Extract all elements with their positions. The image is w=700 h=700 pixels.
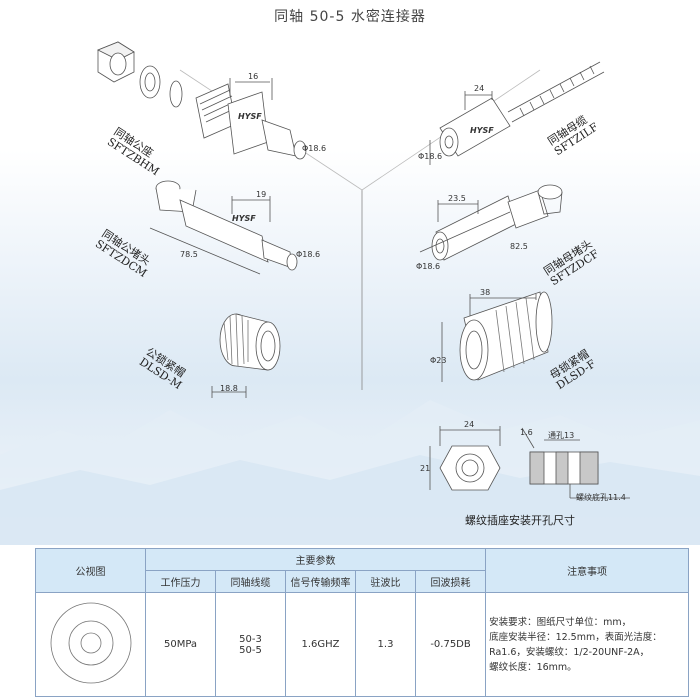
sftzdcm-drawing bbox=[149, 180, 298, 275]
header-notes: 注意事项 bbox=[485, 548, 690, 593]
cable-value: 50-5 bbox=[239, 644, 262, 656]
technical-drawing bbox=[97, 41, 630, 499]
dim-phi-18-6-c: Φ18.6 bbox=[418, 152, 443, 161]
page-title: 同轴 50-5 水密连接器 bbox=[274, 9, 426, 25]
header-frequency: 信号传输频率 bbox=[285, 570, 356, 593]
dim-24: 24 bbox=[474, 84, 485, 93]
sftzbhm-drawing bbox=[97, 41, 307, 160]
header-vswr: 驻波比 bbox=[355, 570, 416, 593]
dim-18-8: 18.8 bbox=[220, 384, 238, 393]
cell-vswr: 1.3 bbox=[355, 592, 416, 697]
dim-hole-width: 24 bbox=[464, 420, 475, 429]
mount-hole-front-view bbox=[429, 426, 501, 491]
dlsd-m-drawing bbox=[211, 313, 281, 398]
sftzilf-drawing bbox=[429, 61, 605, 165]
note-line: 安装要求：图纸尺寸单位：mm， bbox=[489, 616, 632, 628]
brand-logo: HYSF bbox=[232, 214, 256, 223]
dim-roughness: 1.6 bbox=[520, 428, 533, 437]
dim-phi-23: Φ23 bbox=[430, 356, 447, 365]
cell-view bbox=[35, 592, 146, 697]
cell-frequency: 1.6GHZ bbox=[285, 592, 356, 697]
cell-notes: 安装要求：图纸尺寸单位：mm， 底座安装半径：12.5mm，表面光洁度： Ra1… bbox=[485, 592, 690, 697]
mount-caption: 螺纹插座安装开孔尺寸 bbox=[465, 514, 575, 527]
dim-phi-18-6-d: Φ18.6 bbox=[416, 262, 441, 271]
dim-hole-height: 21 bbox=[420, 464, 431, 473]
brand-logo: HYSF bbox=[470, 126, 494, 135]
dim-phi-18-6-a: Φ18.6 bbox=[302, 144, 327, 153]
dim-16: 16 bbox=[248, 72, 259, 81]
dim-through-hole: 通孔13 bbox=[548, 431, 575, 440]
male-front-view-drawing bbox=[50, 602, 131, 684]
dim-phi-18-6-b: Φ18.6 bbox=[296, 250, 321, 259]
note-line: 底座安装半径：12.5mm，表面光洁度： bbox=[489, 631, 662, 643]
dim-thread-hole: 螺纹底孔11.4 bbox=[576, 493, 626, 502]
brand-logo: HYSF bbox=[238, 112, 262, 121]
note-line: 螺纹长度：16mm。 bbox=[489, 661, 577, 673]
mount-hole-section-view bbox=[521, 427, 630, 499]
header-return-loss: 回波损耗 bbox=[414, 570, 487, 593]
dim-82-5: 82.5 bbox=[510, 242, 528, 251]
header-pressure: 工作压力 bbox=[145, 570, 216, 593]
dlsd-f-drawing bbox=[441, 291, 553, 382]
sftzdcf-drawing bbox=[419, 184, 563, 261]
spec-table: 公视图 主要参数 注意事项 工作压力 同轴线缆 信号传输频率 驻波比 回波损耗 … bbox=[35, 548, 690, 697]
dim-78-5: 78.5 bbox=[180, 250, 198, 259]
dim-19: 19 bbox=[256, 190, 267, 199]
dim-23-5: 23.5 bbox=[448, 194, 466, 203]
header-main-params: 主要参数 bbox=[144, 548, 487, 571]
cell-cable: 50-3 50-5 bbox=[215, 592, 286, 697]
dim-38: 38 bbox=[480, 288, 491, 297]
note-line: Ra1.6，安装螺纹：1/2-20UNF-2A， bbox=[489, 646, 650, 658]
cell-pressure: 50MPa bbox=[145, 592, 216, 697]
header-view: 公视图 bbox=[35, 548, 146, 593]
header-cable: 同轴线缆 bbox=[215, 570, 286, 593]
cable-value: 50-3 bbox=[239, 633, 262, 645]
cell-return-loss: -0.75DB bbox=[414, 592, 487, 697]
